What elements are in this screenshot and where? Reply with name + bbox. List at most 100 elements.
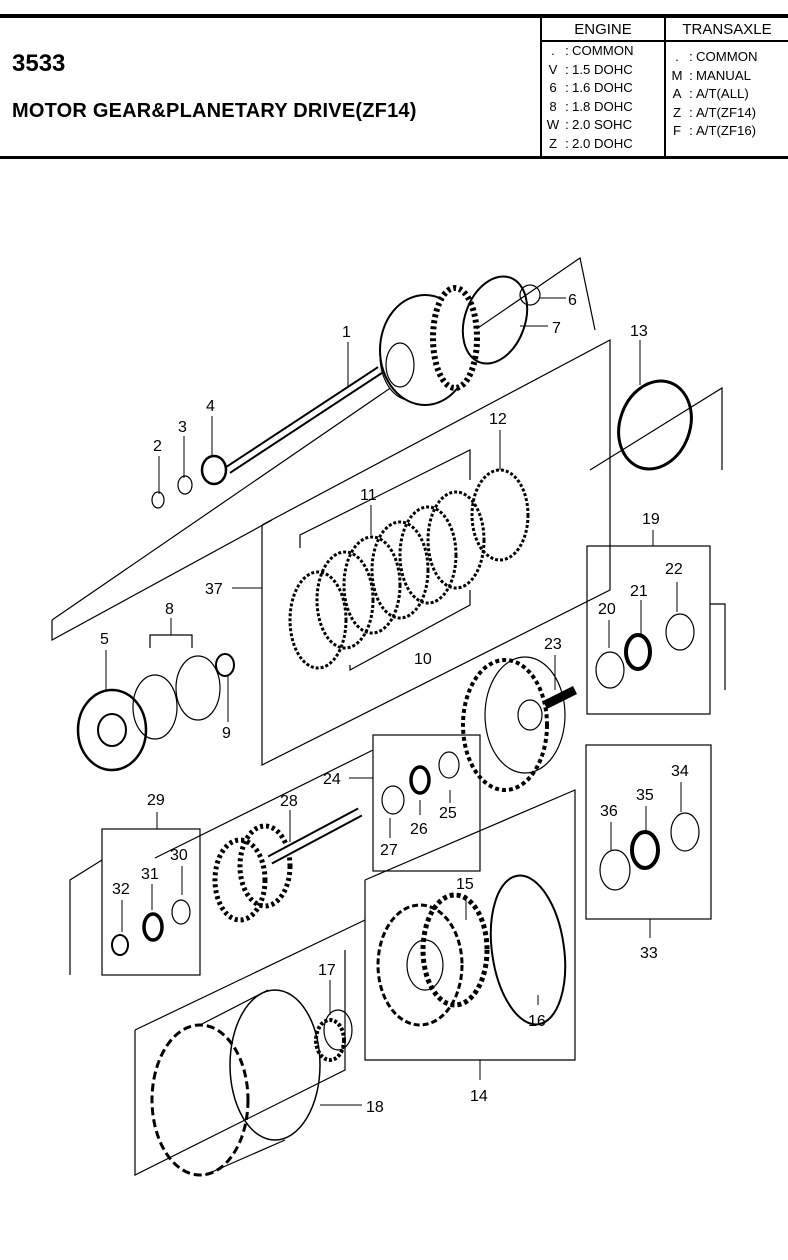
engine-legend-row: Z:2.0 DOHC	[548, 135, 633, 151]
part-36-washer	[599, 849, 631, 891]
callout-15: 15	[456, 876, 474, 893]
callout-26: 26	[410, 821, 428, 838]
frame-19	[586, 545, 711, 715]
part-13-snap-ring	[617, 379, 693, 471]
callout-12: 12	[489, 411, 507, 428]
callout-19: 19	[642, 511, 660, 528]
frame-14	[364, 789, 576, 1061]
engine-legend-row: W:2.0 SOHC	[546, 117, 633, 133]
frame-33	[585, 744, 712, 920]
part-32-ring	[111, 934, 129, 956]
callout-23: 23	[544, 636, 562, 653]
part-18-clutch-drum	[150, 989, 321, 1177]
group-frames	[51, 256, 726, 1176]
legend-divider	[664, 18, 666, 156]
callout-37: 37	[205, 581, 223, 598]
part-12-plate	[470, 468, 530, 562]
callout-25: 25	[439, 805, 457, 822]
part-6-snap-ring	[519, 284, 541, 306]
part-34-washer	[670, 812, 700, 852]
callout-numbers: 1 2 3 4 5 6 7 8 9 10 11 12 13 14 15 16 1…	[100, 292, 689, 1116]
callout-6: 6	[568, 292, 577, 309]
callout-24: 24	[323, 771, 341, 788]
callout-29: 29	[147, 792, 165, 809]
callout-3: 3	[178, 419, 187, 436]
part-20-washer	[595, 651, 625, 689]
callout-34: 34	[671, 763, 689, 780]
frame-18	[134, 950, 346, 1176]
callout-32: 32	[112, 881, 130, 898]
part-27-washer	[381, 785, 405, 815]
part-8-spring-plate	[132, 674, 178, 740]
engine-legend-row: 6:1.6 DOHC	[549, 80, 633, 96]
transaxle-legend: TRANSAXLE .:COMMON M:MANUAL A:A/T(ALL) Z…	[668, 18, 786, 141]
callout-9: 9	[222, 725, 231, 742]
part-30-washer	[171, 899, 191, 925]
part-8-spring-plate	[175, 655, 221, 721]
callout-30: 30	[170, 847, 188, 864]
transaxle-legend-row: A:A/T(ALL)	[672, 86, 749, 102]
callout-5: 5	[100, 631, 109, 648]
callout-27: 27	[380, 842, 398, 859]
callout-17: 17	[318, 962, 336, 979]
part-25-washer	[438, 751, 460, 779]
part-23-ring-gear-drum	[461, 656, 578, 792]
callout-31: 31	[141, 866, 159, 883]
callout-10: 10	[414, 651, 432, 668]
engine-legend: ENGINE .:COMMON V:1.5 DOHC 6:1.6 DOHC 8:…	[544, 18, 662, 154]
part-group-code: 3533	[12, 50, 66, 77]
callout-2: 2	[153, 438, 162, 455]
part-28-planet-gear-shaft	[212, 807, 363, 923]
callout-16: 16	[528, 1013, 546, 1030]
part-21-ring	[624, 633, 652, 671]
header-bottom-rule	[0, 156, 788, 159]
part-2-ring	[151, 491, 165, 509]
bracket-11	[299, 449, 471, 548]
part-1-motor-shaft	[225, 285, 480, 474]
transaxle-legend-title: TRANSAXLE	[682, 21, 772, 38]
page-title: MOTOR GEAR&PLANETARY DRIVE(ZF14)	[12, 100, 417, 122]
callout-21: 21	[630, 583, 648, 600]
callout-20: 20	[598, 601, 616, 618]
callout-7: 7	[552, 320, 561, 337]
engine-legend-row: 8:1.8 DOHC	[549, 98, 633, 114]
transaxle-legend-row: M:MANUAL	[671, 67, 751, 83]
callout-4: 4	[206, 398, 215, 415]
part-31-ring	[142, 912, 164, 942]
frame-shaft-group	[51, 519, 273, 642]
part-16-o-ring	[489, 874, 567, 1026]
part-5-piston	[76, 688, 148, 772]
callout-8: 8	[165, 601, 174, 618]
engine-legend-row: .:COMMON	[551, 43, 634, 58]
clutch-pack-plates	[288, 468, 530, 670]
engine-legend-title: ENGINE	[574, 21, 632, 38]
callout-35: 35	[636, 787, 654, 804]
bracket-8	[149, 634, 193, 648]
callout-28: 28	[280, 793, 298, 810]
legend-header-rule	[540, 40, 788, 42]
callout-13: 13	[630, 323, 648, 340]
transaxle-legend-row: F:A/T(ZF16)	[672, 123, 757, 139]
part-22-washer	[665, 613, 695, 651]
frame-24	[372, 734, 481, 872]
engine-legend-row: V:1.5 DOHC	[548, 61, 633, 77]
part-4-washer	[200, 454, 228, 486]
part-17-sun-gear	[314, 1018, 346, 1062]
callout-33: 33	[640, 945, 658, 962]
frame-clutch-pack	[261, 339, 611, 766]
callout-22: 22	[665, 561, 683, 578]
page-header: 3533 MOTOR GEAR&PLANETARY DRIVE(ZF14) EN…	[0, 0, 788, 160]
callout-11: 11	[360, 487, 377, 504]
part-35-ring	[630, 830, 660, 870]
part-3-ring	[177, 475, 193, 495]
part-9-ring	[215, 653, 235, 677]
part-26-ring	[409, 765, 431, 795]
callout-36: 36	[600, 803, 618, 820]
callout-1: 1	[342, 324, 351, 341]
bracket-10	[349, 590, 471, 672]
header-top-rule	[0, 14, 788, 18]
exploded-parts-diagram: 1 2 3 4 5 6 7 8 9 10 11 12 13 14 15 16 1…	[51, 256, 726, 1177]
legend-left-border	[540, 18, 542, 156]
transaxle-legend-row: .:COMMON	[675, 49, 758, 64]
callout-18: 18	[366, 1099, 384, 1116]
